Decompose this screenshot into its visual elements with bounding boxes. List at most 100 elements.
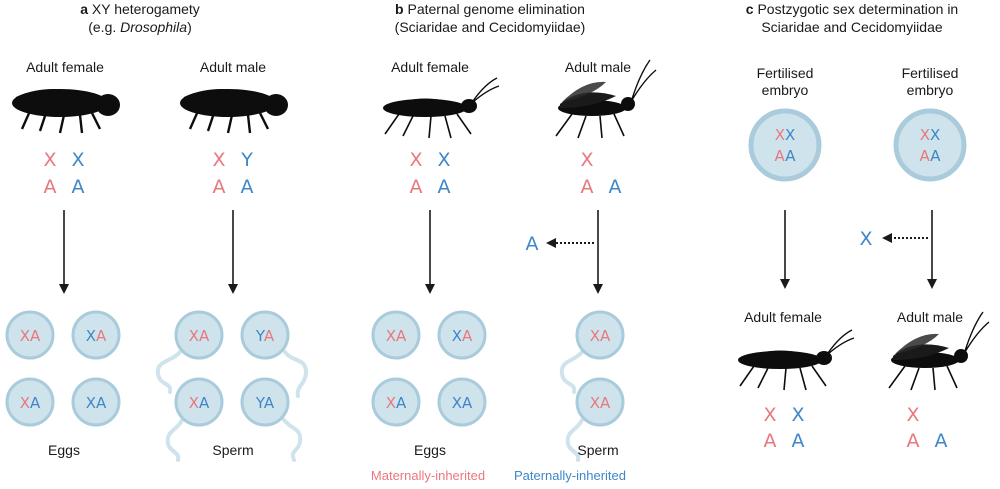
svg-text:XA: XA (20, 327, 41, 345)
label-adult-male-b: Adult male (565, 59, 631, 75)
legend: Maternally-inherited Paternally-inherite… (371, 468, 626, 483)
sperm-cell: XA (174, 377, 224, 427)
sperm-group-b: XA XA (559, 310, 625, 462)
egg-cell: XA (5, 310, 55, 360)
svg-text:Sciaridae and Cecidomyiidae: Sciaridae and Cecidomyiidae (761, 19, 943, 35)
svg-text:X: X (763, 404, 776, 426)
eggs-group-b: XA XA XA XA (371, 310, 487, 427)
label-adult-female-b: Adult female (391, 59, 469, 75)
svg-text:Fertilised: Fertilised (902, 65, 959, 81)
svg-text:(Sciaridae and Cecidomyiidae): (Sciaridae and Cecidomyiidae) (395, 19, 586, 35)
svg-text:A: A (609, 176, 622, 198)
svg-text:X: X (791, 404, 804, 426)
label-adult-male-a: Adult male (200, 59, 266, 75)
svg-text:Y: Y (240, 149, 253, 171)
svg-text:(e.g. Drosophila): (e.g. Drosophila) (88, 19, 192, 35)
genotype-male-b: X A A (580, 149, 621, 198)
svg-text:c Postzygotic sex determinatio: c Postzygotic sex determination in (746, 1, 958, 17)
eliminated-paternal-x: X (859, 228, 872, 250)
fertilised-label-right: Fertilised embryo (902, 65, 959, 98)
legend-paternal: Paternally-inherited (514, 468, 626, 483)
egg-cell: XA (5, 377, 55, 427)
svg-text:XA: XA (189, 327, 210, 345)
label-sperm-a: Sperm (212, 442, 253, 458)
svg-text:X: X (906, 404, 919, 426)
panel-c-title: c Postzygotic sex determination in Sciar… (746, 1, 958, 35)
svg-text:X: X (212, 149, 225, 171)
svg-text:XA: XA (86, 327, 107, 345)
svg-text:A: A (410, 176, 423, 198)
svg-text:A: A (72, 176, 85, 198)
svg-text:embryo: embryo (907, 82, 954, 98)
egg-cell: XA (437, 310, 487, 360)
svg-text:XA: XA (20, 394, 41, 412)
svg-text:X: X (43, 149, 56, 171)
svg-text:X: X (71, 149, 84, 171)
egg-cell: XA (371, 377, 421, 427)
svg-text:A: A (764, 430, 777, 452)
embryo-cell: XX AA (893, 108, 967, 182)
sperm-cell: XA (575, 310, 625, 360)
label-sperm-b: Sperm (577, 442, 618, 458)
label-eggs-a: Eggs (48, 442, 80, 458)
svg-text:A: A (581, 176, 594, 198)
label-adult-female-a: Adult female (26, 59, 104, 75)
fly-silhouette-icon (10, 87, 122, 135)
panel-b-title: b Paternal genome elimination (Sciaridae… (395, 1, 586, 35)
svg-text:XA: XA (452, 394, 473, 412)
svg-text:AA: AA (775, 147, 797, 165)
sperm-group-a: XA YA XA YA (155, 310, 309, 462)
fertilised-label-left: Fertilised embryo (757, 65, 814, 98)
svg-text:A: A (792, 430, 805, 452)
svg-text:XA: XA (386, 327, 407, 345)
svg-text:a XY heterogamety: a XY heterogamety (80, 1, 200, 17)
svg-text:XA: XA (452, 327, 473, 345)
genotype-female-a: X X A A (43, 149, 84, 198)
svg-text:XA: XA (590, 394, 611, 412)
svg-text:Fertilised: Fertilised (757, 65, 814, 81)
genotype-male-c: X A A (906, 404, 947, 452)
egg-cell: XA (71, 310, 121, 360)
egg-cell: XA (371, 310, 421, 360)
svg-text:XX: XX (775, 126, 796, 144)
svg-text:A: A (935, 430, 948, 452)
sperm-cell: XA (575, 377, 625, 427)
egg-cell: XA (437, 377, 487, 427)
svg-text:X: X (437, 149, 450, 171)
eggs-group-a: XA XA XA XA (5, 310, 121, 427)
svg-text:XA: XA (590, 327, 611, 345)
svg-text:XX: XX (920, 126, 941, 144)
sperm-cell: XA (174, 310, 224, 360)
svg-text:XA: XA (189, 394, 210, 412)
svg-text:YA: YA (255, 327, 275, 345)
fly-silhouette-icon (737, 329, 855, 391)
svg-text:A: A (241, 176, 254, 198)
genotype-female-b: X X A A (409, 149, 450, 198)
panel-a-title: a XY heterogamety (e.g. Drosophila) (80, 1, 200, 35)
legend-maternal: Maternally-inherited (371, 468, 485, 483)
embryo-cell: XX AA (748, 108, 822, 182)
genotype-male-a: X Y A A (212, 149, 253, 198)
svg-text:b Paternal genome elimination: b Paternal genome elimination (395, 1, 585, 17)
svg-text:A: A (438, 176, 451, 198)
sperm-cell: YA (240, 377, 290, 427)
svg-text:AA: AA (920, 147, 942, 165)
label-eggs-b: Eggs (414, 442, 446, 458)
svg-text:A: A (213, 176, 226, 198)
label-adult-male-c: Adult male (897, 309, 963, 325)
svg-text:X: X (409, 149, 422, 171)
label-adult-female-c: Adult female (744, 309, 822, 325)
svg-text:A: A (44, 176, 57, 198)
sperm-cell: YA (240, 310, 290, 360)
fly-silhouette-icon (178, 87, 290, 135)
svg-text:A: A (907, 430, 920, 452)
fly-silhouette-icon (382, 77, 500, 139)
svg-text:YA: YA (255, 394, 275, 412)
svg-text:embryo: embryo (762, 82, 809, 98)
svg-text:X: X (580, 149, 593, 171)
svg-text:XA: XA (86, 394, 107, 412)
svg-text:XA: XA (386, 394, 407, 412)
genotype-female-c: X X A A (763, 404, 804, 452)
egg-cell: XA (71, 377, 121, 427)
